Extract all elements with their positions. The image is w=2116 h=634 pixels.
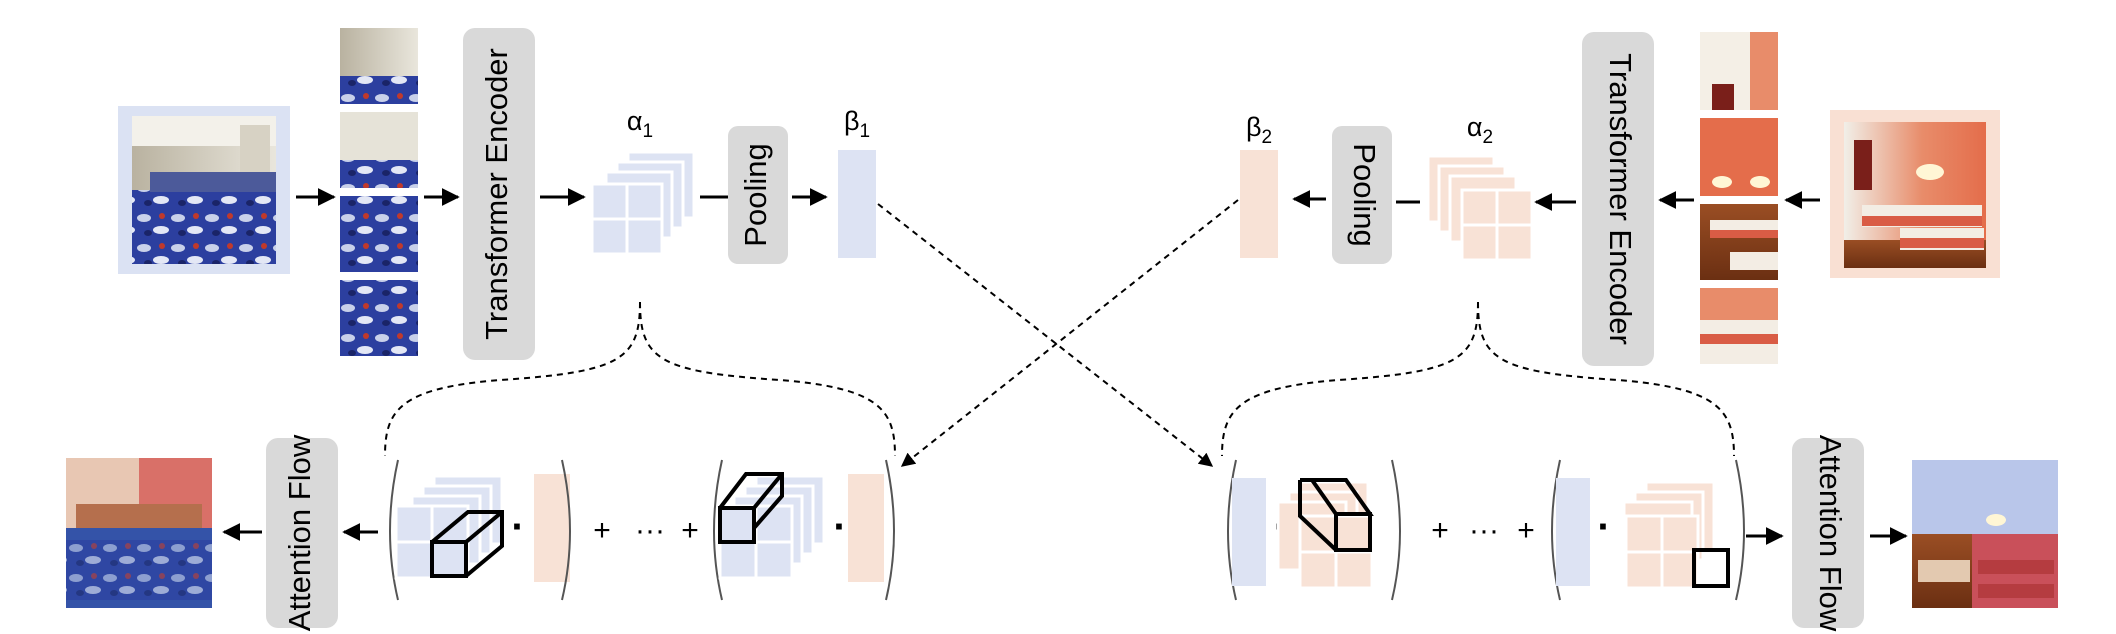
patch-r3 — [1700, 204, 1778, 280]
plus-right-1: + — [1431, 514, 1449, 547]
patch-4 — [340, 280, 418, 356]
term1-beta2-vector — [534, 474, 570, 582]
ellipsis-right: ··· — [1469, 514, 1499, 547]
left-attention-output-image — [66, 458, 212, 608]
rtermn-feature-stack — [1622, 480, 1730, 590]
transformer-encoder-left: Transformer Encoder — [463, 28, 535, 360]
transformer-encoder-right: Transformer Encoder — [1582, 32, 1654, 366]
termn-beta2-vector — [848, 474, 884, 582]
termn-open-paren — [713, 459, 723, 601]
flow-right-label: Attention Flow — [1813, 435, 1848, 632]
pooling-right-label: Pooling — [1347, 143, 1382, 246]
alpha1-feature-stack — [590, 150, 696, 256]
encoder-right-label: Transformer Encoder — [1603, 53, 1638, 345]
rtermn-close-paren — [1735, 459, 1745, 601]
plus-left-2: + — [681, 514, 699, 547]
rtermn-dot: · — [1597, 505, 1610, 549]
term1-open-paren — [389, 459, 399, 601]
right-input-image — [1830, 110, 2000, 278]
cross-arrow-beta1-to-right — [877, 203, 1214, 467]
attention-flow-right: Attention Flow — [1792, 435, 1864, 632]
termn-dot: · — [833, 505, 846, 549]
pooling-left: Pooling — [728, 126, 788, 264]
plus-right-2: + — [1517, 514, 1535, 547]
patch-r4 — [1700, 288, 1778, 364]
rterm1-beta1-vector — [1232, 478, 1266, 586]
right-image-patches — [1700, 32, 1778, 364]
left-image-patches — [340, 28, 418, 356]
patch-2 — [340, 112, 418, 188]
ellipsis-left: ··· — [635, 514, 665, 547]
alpha1-label: α1 — [627, 106, 653, 142]
pooling-right: Pooling — [1332, 126, 1392, 264]
termn-close-paren — [885, 459, 895, 601]
term1-close-paren — [561, 459, 571, 601]
left-input-image — [118, 106, 290, 274]
beta1-label: β1 — [844, 106, 870, 142]
alpha2-label: α2 — [1467, 112, 1493, 148]
patch-3 — [340, 196, 418, 272]
patch-r1 — [1700, 32, 1778, 110]
rtermn-beta1-vector — [1556, 478, 1590, 586]
encoder-left-label: Transformer Encoder — [479, 48, 514, 340]
right-attention-output-image — [1912, 460, 2058, 608]
right-expansion-brace — [1221, 301, 1479, 457]
beta2-label: β2 — [1246, 112, 1272, 148]
cross-arrow-beta2-to-left — [900, 199, 1239, 467]
pooling-left-label: Pooling — [738, 143, 773, 246]
plus-left-1: + — [593, 514, 611, 547]
beta2-vector — [1240, 150, 1278, 258]
patch-r2 — [1700, 118, 1778, 196]
termn-feature-stack — [718, 472, 826, 580]
term1-dot: · — [511, 505, 524, 549]
term1-feature-stack — [394, 474, 504, 580]
rterm1-close-paren — [1391, 459, 1401, 601]
alpha2-feature-stack — [1426, 154, 1534, 262]
attention-flow-left: Attention Flow — [266, 434, 338, 631]
rterm1-feature-stack — [1276, 478, 1374, 590]
flow-left-label: Attention Flow — [282, 434, 317, 631]
patch-1 — [340, 28, 418, 104]
beta1-vector — [838, 150, 876, 258]
